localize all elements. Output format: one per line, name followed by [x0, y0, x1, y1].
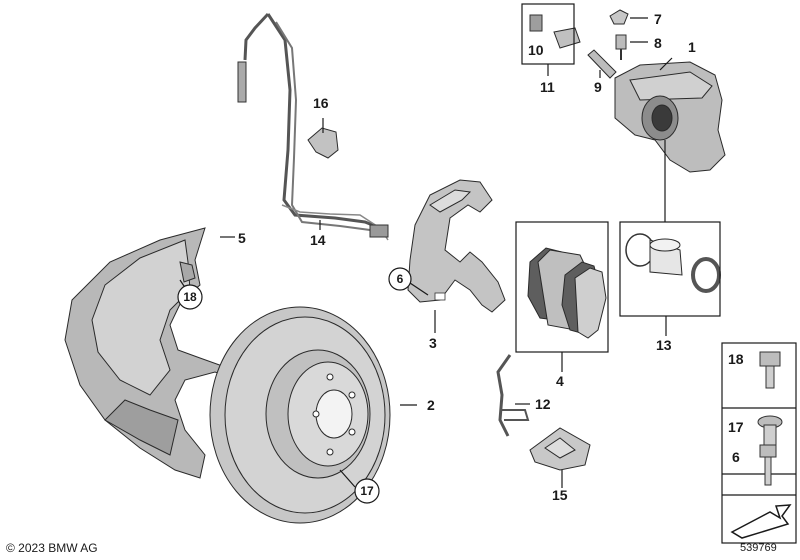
callout-16: 16: [313, 95, 329, 111]
circled-callout-18: 18: [177, 284, 203, 310]
brake-disc: [209, 306, 391, 524]
bleeder-cap: [609, 9, 629, 25]
callout-1: 1: [688, 39, 696, 55]
legend-bolt-18: [759, 351, 781, 389]
legend-label-6: 6: [732, 449, 740, 465]
dust-shield: [64, 227, 233, 479]
anti-rattle-spring: [496, 354, 530, 437]
lubricant-sachet: [529, 427, 591, 471]
svg-text:18: 18: [183, 290, 197, 304]
callout-2: 2: [427, 397, 435, 413]
hose-bracket: [307, 127, 339, 159]
bleeder-screw: [615, 34, 627, 60]
circled-callout-6: 6: [388, 267, 412, 291]
brake-caliper: [614, 61, 726, 173]
document-number: 539769: [740, 542, 777, 554]
callout-14: 14: [310, 232, 326, 248]
legend-bolt-6: [759, 444, 777, 486]
callout-7: 7: [654, 11, 662, 27]
guide-pin: [587, 49, 617, 79]
callout-11: 11: [540, 79, 555, 95]
callout-10: 10: [528, 42, 544, 58]
copyright-text: © 2023 BMW AG: [6, 541, 98, 555]
legend-arrow-icon: [730, 504, 792, 539]
callout-3: 3: [429, 335, 437, 351]
callout-13: 13: [656, 337, 672, 353]
legend-label-17: 17: [728, 419, 744, 435]
callout-4: 4: [556, 373, 564, 389]
caliper-carrier: [407, 179, 506, 313]
piston-kit-frame: [619, 221, 721, 317]
legend-panel: [721, 342, 797, 544]
callout-8: 8: [654, 35, 662, 51]
callout-12: 12: [535, 396, 551, 412]
svg-text:17: 17: [360, 484, 374, 498]
callout-15: 15: [552, 487, 568, 503]
circled-callout-17: 17: [354, 478, 380, 504]
callout-5: 5: [238, 230, 246, 246]
legend-label-18: 18: [728, 351, 744, 367]
piston-seal-kit: [625, 233, 721, 293]
svg-text:6: 6: [397, 272, 404, 286]
brake-pads: [527, 247, 607, 339]
brake-hose: [237, 12, 389, 241]
callout-9: 9: [594, 79, 602, 95]
